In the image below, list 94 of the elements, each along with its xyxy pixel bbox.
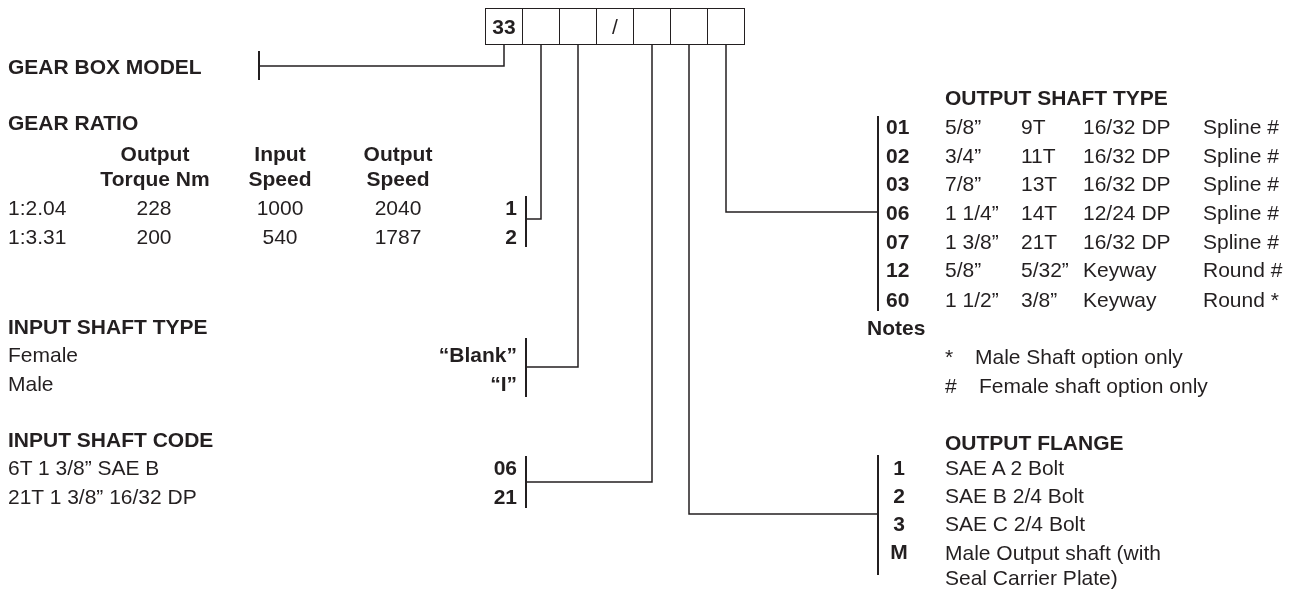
table-cell-text: 228: [136, 195, 172, 222]
option-code: 2: [893, 483, 905, 510]
option-code: “I”: [490, 371, 517, 398]
table-cell-text: 13T: [1021, 171, 1058, 198]
column-header: Output Speed: [362, 140, 434, 192]
table-cell-text: Male Output shaft (with Seal Carrier Plate): [945, 539, 1162, 591]
table-cell-text: Spline #: [1203, 171, 1279, 198]
table-cell-text: 21T: [1021, 229, 1058, 256]
table-cell-text: 5/32”: [1021, 257, 1069, 284]
option-code: “Blank”: [438, 342, 517, 369]
bracket-line: [877, 455, 879, 575]
table-cell-text: 5/8”: [945, 114, 982, 141]
code-box: [707, 8, 745, 45]
section-heading: OUTPUT FLANGE: [945, 430, 1124, 457]
code-box: [633, 8, 671, 45]
note-text: Male Shaft option only: [975, 344, 1183, 371]
table-cell-text: 1:3.31: [8, 224, 67, 251]
table-cell-text: 14T: [1021, 200, 1058, 227]
table-cell-text: 5/8”: [945, 257, 982, 284]
table-cell-text: 16/32 DP: [1083, 114, 1171, 141]
option-code: 01: [886, 114, 910, 141]
code-box: [670, 8, 708, 45]
option-code: 60: [886, 287, 910, 314]
table-cell-text: 1 1/4”: [945, 200, 999, 227]
option-code: 2: [505, 224, 517, 251]
table-cell-text: 3/4”: [945, 143, 982, 170]
leader-line: [525, 44, 542, 220]
section-heading: Notes: [867, 315, 926, 342]
leader-line: [725, 44, 878, 213]
table-cell-text: 16/32 DP: [1083, 171, 1171, 198]
option-code: 1: [893, 455, 905, 482]
option-code: 12: [886, 257, 910, 284]
code-box: [522, 8, 560, 45]
option-code: 06: [493, 455, 517, 482]
table-cell-text: Spline #: [1203, 114, 1279, 141]
table-cell-text: 6T 1 3/8” SAE B: [8, 455, 160, 482]
leader-line: [525, 44, 579, 368]
table-cell-text: Keyway: [1083, 287, 1157, 314]
code-box: /: [596, 8, 634, 45]
option-code: 02: [886, 143, 910, 170]
table-cell-text: 3/8”: [1021, 287, 1058, 314]
table-cell-text: Male: [8, 371, 54, 398]
bracket-line: [525, 456, 527, 508]
table-cell-text: 200: [136, 224, 172, 251]
note-text: Female shaft option only: [979, 373, 1208, 400]
table-cell-text: 1:2.04: [8, 195, 67, 222]
section-heading: GEAR RATIO: [8, 110, 139, 137]
column-header: Output Torque Nm: [99, 140, 211, 192]
section-heading: GEAR BOX MODEL: [8, 54, 202, 81]
table-cell-text: 1787: [374, 224, 422, 251]
leader-line: [688, 44, 878, 515]
option-code: 06: [886, 200, 910, 227]
option-code: 21: [493, 484, 517, 511]
table-cell-text: 1000: [256, 195, 304, 222]
bracket-line: [525, 338, 527, 397]
table-cell-text: Spline #: [1203, 200, 1279, 227]
table-cell-text: Spline #: [1203, 229, 1279, 256]
table-cell-text: Round #: [1203, 257, 1283, 284]
table-cell-text: Female: [8, 342, 79, 369]
table-cell-text: Keyway: [1083, 257, 1157, 284]
option-code: 03: [886, 171, 910, 198]
option-code: M: [890, 539, 908, 566]
option-code: 07: [886, 229, 910, 256]
table-cell-text: SAE A 2 Bolt: [945, 455, 1065, 482]
table-cell-text: 16/32 DP: [1083, 143, 1171, 170]
bracket-line: [877, 116, 879, 311]
table-cell-text: 12/24 DP: [1083, 200, 1171, 227]
table-cell-text: 1 1/2”: [945, 287, 999, 314]
note-text: #: [945, 373, 957, 400]
table-cell-text: SAE C 2/4 Bolt: [945, 511, 1086, 538]
table-cell-text: 7/8”: [945, 171, 982, 198]
code-box: [559, 8, 597, 45]
option-code: 3: [893, 511, 905, 538]
table-cell-text: 540: [262, 224, 298, 251]
table-cell-text: 1 3/8”: [945, 229, 999, 256]
table-cell-text: 11T: [1021, 143, 1056, 170]
table-cell-text: 2040: [374, 195, 422, 222]
leader-line: [525, 44, 653, 483]
section-heading: OUTPUT SHAFT TYPE: [945, 85, 1168, 112]
table-cell-text: 21T 1 3/8” 16/32 DP: [8, 484, 197, 511]
note-text: *: [945, 344, 954, 371]
table-cell-text: 16/32 DP: [1083, 229, 1171, 256]
section-heading: INPUT SHAFT CODE: [8, 427, 214, 454]
table-cell-text: SAE B 2/4 Bolt: [945, 483, 1084, 510]
column-header: Input Speed: [247, 140, 313, 192]
table-cell-text: 9T: [1021, 114, 1046, 141]
code-box: 33: [485, 8, 523, 45]
option-code: 1: [505, 195, 517, 222]
table-cell-text: Round *: [1203, 287, 1279, 314]
bracket-line: [258, 51, 260, 80]
bracket-line: [525, 196, 527, 247]
leader-line: [258, 44, 505, 67]
section-heading: INPUT SHAFT TYPE: [8, 314, 208, 341]
table-cell-text: Spline #: [1203, 143, 1279, 170]
